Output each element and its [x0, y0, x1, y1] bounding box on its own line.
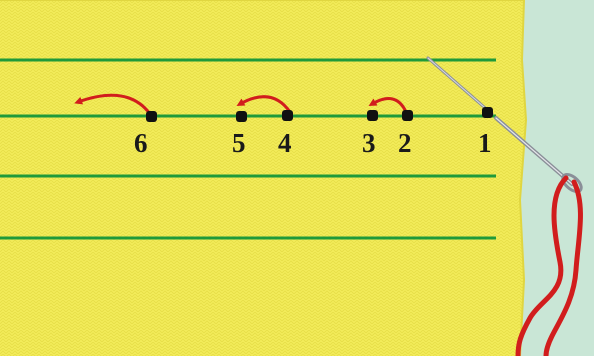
- stitch-label-4: 4: [278, 128, 292, 158]
- stitch-hole: [367, 110, 378, 121]
- stitch-label-3: 3: [362, 128, 376, 158]
- fabric-sheet: [0, 0, 526, 356]
- red-thread-icon: [518, 178, 580, 356]
- stitch-hole: [402, 110, 413, 121]
- stitch-hole: [482, 107, 493, 118]
- stitch-label-2: 2: [398, 128, 412, 158]
- stitch-label-1: 1: [478, 128, 492, 158]
- stitch-hole: [282, 110, 293, 121]
- stitch-label-6: 6: [134, 128, 148, 158]
- stitch-hole: [146, 111, 157, 122]
- stitch-hole: [236, 111, 247, 122]
- stitch-label-5: 5: [232, 128, 246, 158]
